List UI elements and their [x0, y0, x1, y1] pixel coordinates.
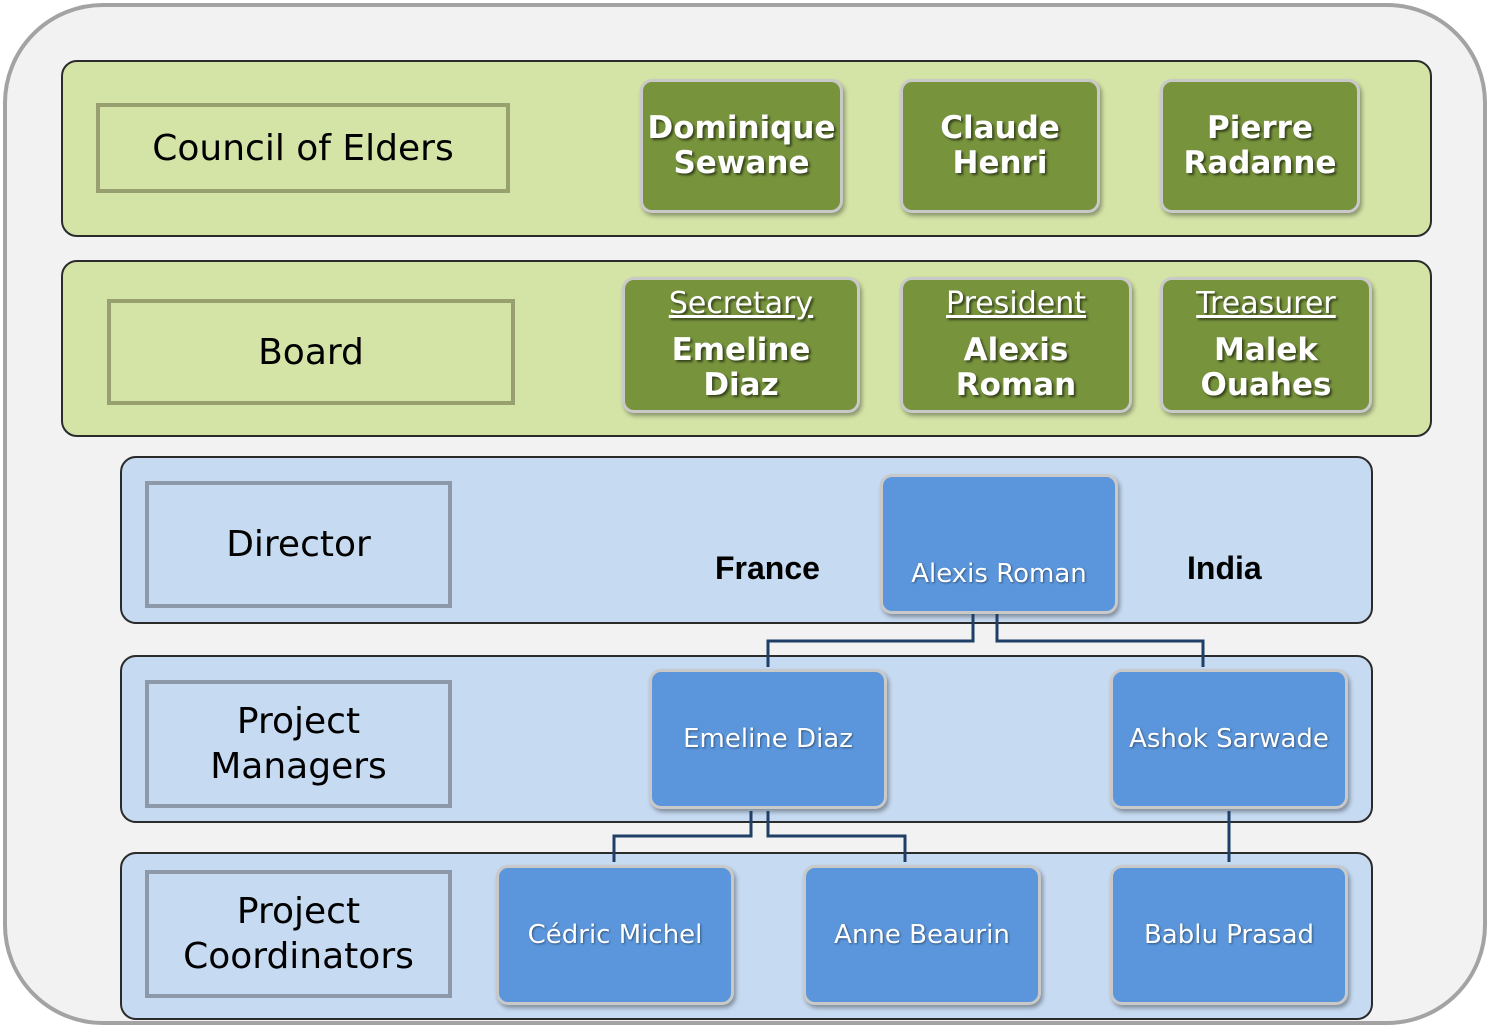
- coordinator-box-cedric-michel: Cédric Michel: [496, 865, 734, 1005]
- board-president: President Alexis Roman: [900, 277, 1132, 413]
- member-first-name: Pierre: [1207, 109, 1313, 146]
- board-secretary: Secretary Emeline Diaz: [622, 277, 860, 413]
- connector-director-to-emeline: [766, 614, 975, 667]
- board-treasurer: Treasurer Malek Ouahes: [1160, 277, 1372, 413]
- connector-emeline-to-cedric: [612, 811, 753, 862]
- member-first-name: Malek: [1213, 331, 1319, 368]
- manager-box-ashok-sarwade: Ashok Sarwade: [1110, 669, 1348, 809]
- managers-label-line2: Managers: [210, 746, 387, 787]
- board-label-text: Board: [258, 331, 364, 373]
- coordinators-label-line2: Coordinators: [183, 936, 414, 977]
- member-last-name: Diaz: [703, 367, 779, 404]
- role-label: President: [946, 285, 1086, 321]
- coordinator-name: Bablu Prasad: [1143, 920, 1315, 950]
- connector-emeline-to-anne: [766, 811, 907, 862]
- director-box: Alexis Roman: [880, 474, 1118, 614]
- coordinators-label-line1: Project: [236, 891, 361, 932]
- managers-label-line1: Project: [236, 701, 361, 742]
- role-label: Secretary: [668, 285, 814, 321]
- director-label: Director: [145, 481, 452, 608]
- director-label-text: Director: [226, 524, 371, 565]
- coordinator-box-anne-beaurin: Anne Beaurin: [803, 865, 1041, 1005]
- manager-name: Ashok Sarwade: [1129, 724, 1329, 754]
- board-label: Board: [107, 299, 515, 405]
- country-label-india: India: [1187, 550, 1262, 586]
- coordinator-name: Anne Beaurin: [834, 920, 1010, 950]
- country-label-france: France: [715, 550, 820, 586]
- connector-director-to-ashok: [995, 614, 1205, 667]
- member-first-name: Dominique: [647, 109, 836, 146]
- coordinator-box-bablu-prasad: Bablu Prasad: [1110, 865, 1348, 1005]
- coordinators-label: Project Coordinators: [145, 870, 452, 998]
- council-label: Council of Elders: [96, 103, 510, 193]
- member-first-name: Claude: [940, 109, 1060, 146]
- member-last-name: Sewane: [673, 145, 810, 181]
- member-first-name: Emeline: [671, 331, 811, 368]
- member-last-name: Henri: [952, 145, 1048, 181]
- manager-name: Emeline Diaz: [683, 724, 853, 754]
- director-name: Alexis Roman: [911, 559, 1087, 589]
- managers-label: Project Managers: [145, 680, 452, 808]
- coordinator-name: Cédric Michel: [527, 920, 703, 950]
- council-member-radanne: Pierre Radanne: [1160, 79, 1360, 213]
- member-first-name: Alexis: [963, 331, 1069, 368]
- member-last-name: Radanne: [1183, 145, 1337, 181]
- member-last-name: Ouahes: [1200, 367, 1332, 404]
- role-label: Treasurer: [1196, 285, 1336, 321]
- council-member-sewane: Dominique Sewane: [640, 79, 843, 213]
- manager-box-emeline-diaz: Emeline Diaz: [649, 669, 887, 809]
- member-last-name: Roman: [955, 367, 1077, 404]
- council-label-text: Council of Elders: [152, 127, 454, 169]
- council-member-henri: Claude Henri: [900, 79, 1100, 213]
